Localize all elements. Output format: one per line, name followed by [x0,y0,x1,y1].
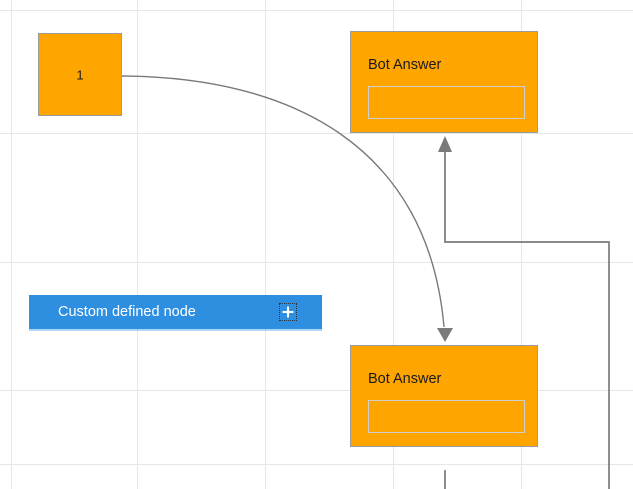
node-index-label: 1 [76,67,84,82]
grid-line-horizontal [0,133,633,134]
grid-line-vertical [11,0,12,489]
grid-line-horizontal [0,262,633,263]
node-answer-field[interactable] [368,400,525,433]
grid-line-horizontal [0,10,633,11]
grid-line-vertical [137,0,138,489]
node-answer-field[interactable] [368,86,525,119]
grid-line-vertical [265,0,266,489]
add-node-button[interactable] [279,303,297,321]
node-start[interactable]: 1 [38,33,122,116]
node-title-label: Bot Answer [368,371,442,387]
node-bot-answer-bottom[interactable]: Bot Answer [350,345,538,447]
plus-icon [282,306,294,318]
grid-line-horizontal [0,390,633,391]
grid-line-horizontal [0,464,633,465]
custom-defined-node-label: Custom defined node [58,303,196,320]
custom-defined-node-bar[interactable]: Custom defined node [29,295,322,329]
node-bot-answer-top[interactable]: Bot Answer [350,31,538,133]
node-title-label: Bot Answer [368,57,442,73]
